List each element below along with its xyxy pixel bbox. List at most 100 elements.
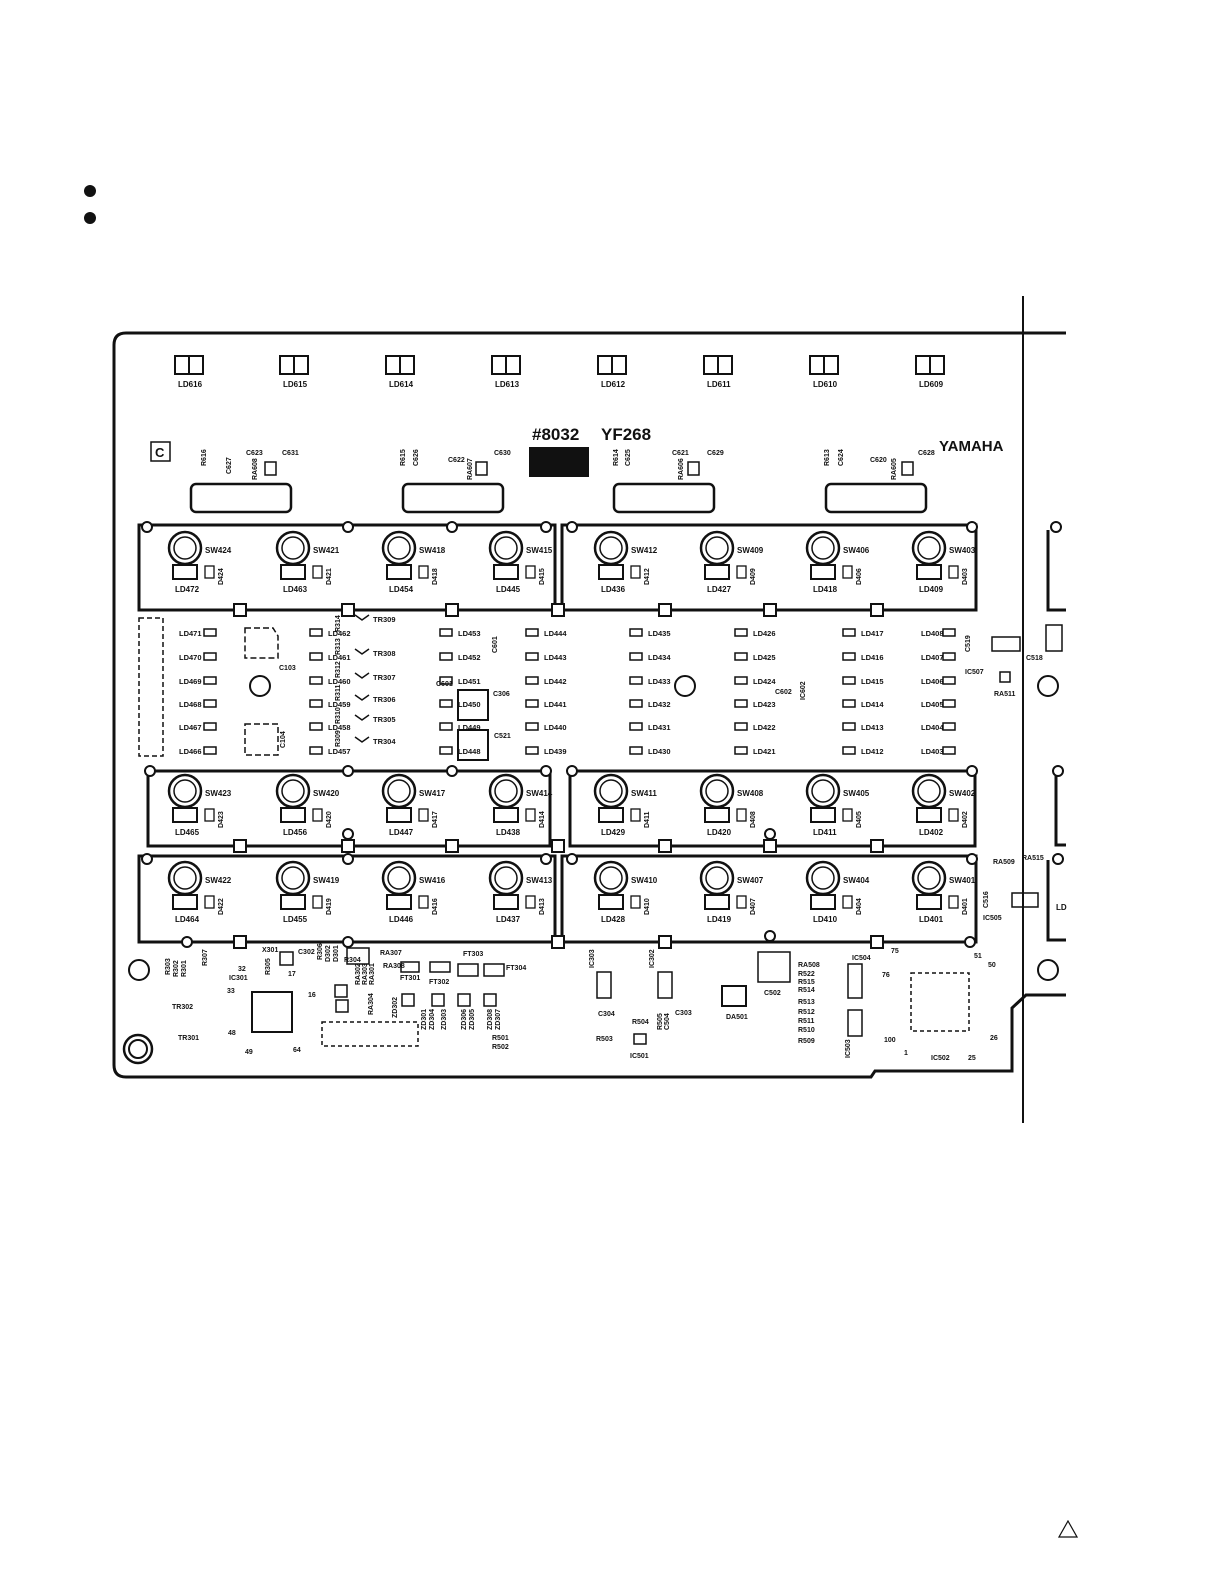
button-block-edge-3: [1046, 860, 1066, 942]
bottom-part-label: R302: [173, 960, 180, 977]
ic-pin-number: 100: [884, 1037, 896, 1044]
mid-led-label: LD461: [328, 653, 351, 662]
mid-led-label: LD470: [179, 653, 202, 662]
switch-diode-label: D423: [218, 811, 225, 828]
mid-led-body: [525, 676, 539, 685]
switch-led-body: [493, 807, 519, 823]
block-pad: [658, 603, 672, 617]
small-component: [401, 993, 415, 1007]
switch-led-label: LD411: [813, 828, 837, 837]
switch-label: SW423: [205, 789, 232, 798]
top-led-label: LD609: [919, 380, 944, 389]
bottom-part-label: R515: [798, 979, 815, 986]
bottom-part-label: R511: [798, 1018, 814, 1025]
bottom-part-label: RA308: [383, 963, 405, 970]
tact-switch-cap: [811, 779, 835, 803]
tact-switch-cap: [811, 536, 835, 560]
c516-body: [1011, 892, 1039, 908]
switch-led-body: [598, 894, 624, 910]
mid-part-label: C602: [775, 689, 792, 696]
block-hole: [342, 936, 354, 948]
transistor-symbol: [354, 614, 370, 621]
block-pad: [763, 603, 777, 617]
switch-diode-label: D412: [644, 568, 651, 585]
bottom-part-label: ZD305: [469, 1009, 476, 1030]
switch-led-label: LD456: [283, 828, 308, 837]
mid-resistor-label: R313: [335, 638, 342, 655]
display-window-3: [612, 482, 716, 514]
top-part-label: C626: [413, 449, 420, 466]
tact-switch-cap: [494, 866, 518, 890]
mid-resistor-label: R312: [335, 661, 342, 678]
switch-label: SW408: [737, 789, 764, 798]
bottom-part-label: R505: [657, 1013, 664, 1030]
switch-diode-label: D403: [962, 568, 969, 585]
bottom-part-label: R503: [596, 1036, 613, 1043]
top-part-label: R613: [824, 449, 831, 466]
ic-pin-number: 25: [968, 1055, 976, 1062]
top-part-label: C622: [448, 457, 465, 464]
mid-led-label: LD422: [753, 723, 776, 732]
mid-led-body: [942, 746, 956, 755]
mid-part-label: C104: [280, 731, 287, 748]
block-pad: [551, 839, 565, 853]
mid-led-label: LD407: [921, 653, 944, 662]
mid-led-body: [734, 652, 748, 661]
bottom-part-label: IC503: [845, 1039, 852, 1058]
tact-switch-cap: [387, 536, 411, 560]
block-hole: [1052, 765, 1064, 777]
switch-label: SW419: [313, 876, 340, 885]
mid-part-label: IC507: [965, 669, 984, 676]
switch-diode-body: [630, 565, 641, 579]
mid-led-label: LD415: [861, 677, 884, 686]
top-part-label: RA605: [891, 458, 898, 480]
bottom-part-label: RA508: [798, 962, 820, 969]
switch-diode-body: [630, 808, 641, 822]
bottom-part-label: IC302: [649, 949, 656, 968]
c103-outline: [244, 627, 279, 659]
button-block-bottom-right: [560, 854, 978, 944]
mid-led-body: [203, 676, 217, 685]
mid-led-label: LD413: [861, 723, 884, 732]
top-led-label: LD614: [389, 380, 414, 389]
switch-led-label: LD446: [389, 915, 414, 924]
top-led-label: LD612: [601, 380, 626, 389]
switch-diode-body: [204, 565, 215, 579]
mid-led-body: [309, 746, 323, 755]
block-pad: [233, 603, 247, 617]
bottom-part-label: R306: [317, 943, 324, 960]
mid-led-body: [629, 652, 643, 661]
transistor-symbol: [354, 736, 370, 743]
top-part-label: RA607: [467, 458, 474, 480]
mid-part-label: C601: [492, 636, 499, 653]
top-part-label: C624: [838, 449, 845, 466]
switch-label: SW410: [631, 876, 658, 885]
block-hole: [181, 936, 193, 948]
switch-diode-body: [842, 808, 853, 822]
mid-part-label: C519: [965, 635, 972, 652]
top-part-label: C631: [282, 450, 299, 457]
ic504-body: [847, 963, 863, 999]
switch-diode-label: D414: [539, 811, 546, 828]
c306-outline: [457, 689, 489, 721]
top-part-label: RA608: [252, 458, 259, 480]
mid-led-body: [842, 746, 856, 755]
switch-label: SW417: [419, 789, 446, 798]
transistor-symbol: [354, 694, 370, 701]
ic-pin-number: 32: [238, 966, 246, 973]
bottom-part-label: FT303: [463, 951, 483, 958]
switch-diode-body: [204, 808, 215, 822]
bottom-part-label: ZD301: [421, 1009, 428, 1030]
mid-led-body: [629, 676, 643, 685]
mid-led-body: [629, 699, 643, 708]
bottom-part-label: TR301: [178, 1035, 199, 1042]
mid-led-label: LD457: [328, 747, 351, 756]
block-hole: [764, 828, 776, 840]
ic-pin-number: 16: [308, 992, 316, 999]
block-hole: [566, 521, 578, 533]
transistor-symbol: [354, 648, 370, 655]
transistor-label: TR308: [373, 649, 396, 658]
switch-led-label: LD472: [175, 585, 200, 594]
mid-part-label: IC505: [983, 915, 1002, 922]
mounting-hole: [249, 675, 271, 697]
